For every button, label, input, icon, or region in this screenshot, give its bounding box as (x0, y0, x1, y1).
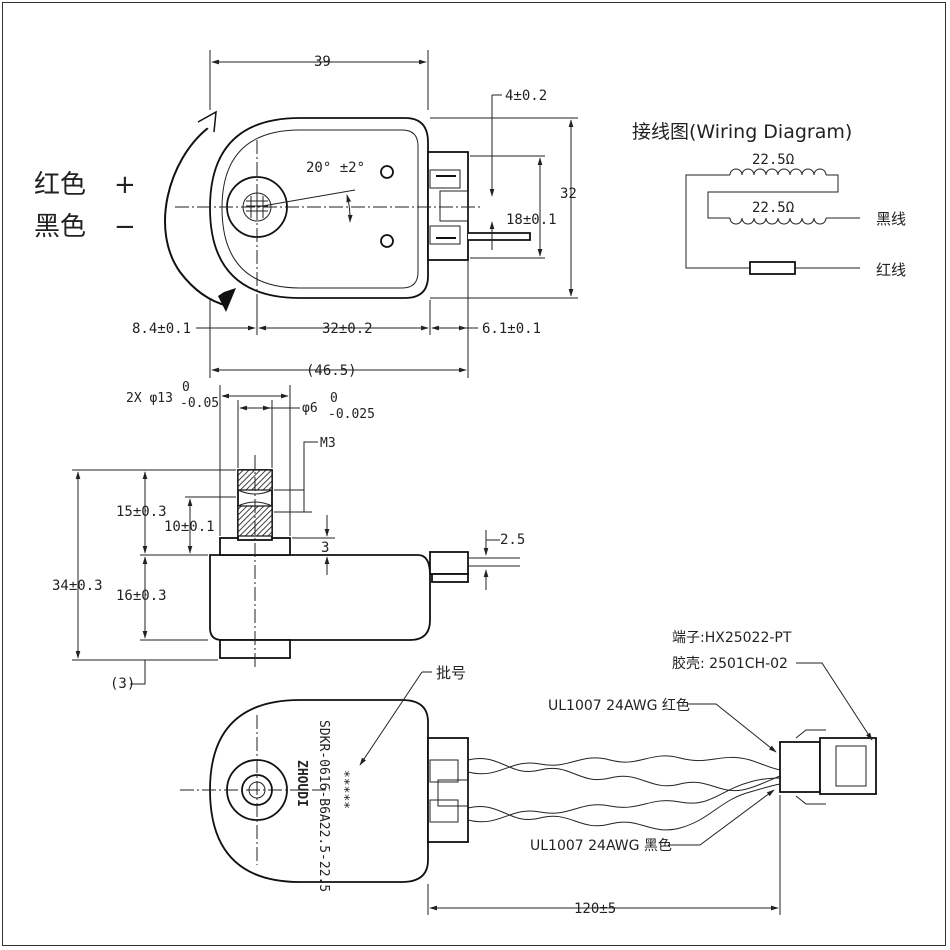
connector-latch (795, 729, 826, 805)
cable-wire-a (467, 758, 781, 792)
angle-arc (346, 194, 353, 223)
angle-line (256, 189, 356, 208)
shaft-height-label: 15±0.3 (116, 504, 167, 520)
coil2-winding (729, 217, 827, 225)
side-terminal (429, 551, 469, 575)
thermal-fuse (749, 261, 796, 275)
terminal-slot-lower (429, 225, 461, 245)
coil-link-wire (707, 174, 839, 219)
wiring-title: 接线图(Wiring Diagram) (632, 121, 852, 143)
thread-label: M3 (320, 436, 336, 451)
step-label: 3 (321, 540, 329, 556)
rotation-arrowhead-icon (218, 288, 236, 312)
coil2-resistance: 22.5Ω (752, 200, 794, 216)
rotation-arrow-icon (164, 127, 229, 307)
terminal-slot-upper (429, 169, 461, 189)
top-view: 20° ±2° 39 4±0.2 18±0.1 32 8.4±0.1 32±0.… (132, 50, 578, 379)
thread-leader (274, 441, 318, 491)
id-tol-lower: -0.025 (328, 407, 375, 422)
total-height-label: 34±0.3 (52, 578, 103, 594)
mount-hole-lower (380, 234, 394, 248)
connector-pin (468, 232, 531, 241)
bottom-slot-lower (429, 799, 459, 823)
rotation-arrow-tail-icon (197, 110, 217, 133)
bottom-view: ZHOUDI SDKR-0616-B6A22.5-22.5 ***** 批号 端… (180, 630, 877, 917)
terminal-label: 端子:HX25022-PT (672, 630, 792, 646)
shaft-segment-label: 10±0.1 (164, 519, 215, 535)
tab-length-label: 6.1±0.1 (482, 321, 541, 337)
overall-length-label: (46.5) (306, 363, 357, 379)
side-pin (468, 557, 520, 567)
width-dim-label: 39 (314, 54, 331, 70)
tab-thickness-label: 4±0.2 (505, 88, 547, 104)
pin-thickness-label: 2.5 (500, 532, 525, 548)
bottom-terminal-block (427, 737, 469, 843)
inner-diameter-label: φ6 (302, 401, 318, 416)
batch-label: 批号 (436, 664, 466, 682)
connector-housing (819, 737, 877, 795)
mount-hole-upper (380, 165, 394, 179)
cable-wire-d (467, 777, 781, 823)
red-wire-label: 红线 (876, 261, 906, 279)
batch-code: ***** (336, 770, 351, 809)
black-polarity-label: 黑色 (34, 212, 86, 242)
model-label: SDKR-0616-B6A22.5-22.5 (316, 720, 331, 892)
coil1-resistance: 22.5Ω (752, 152, 794, 168)
terminal-pin-window (439, 190, 469, 222)
top-body-inner-outline (221, 129, 419, 289)
housing-leader (796, 662, 873, 741)
housing-label: 胶壳: 2501CH-02 (672, 655, 788, 672)
wiring-diagram: 接线图(Wiring Diagram) 22.5Ω 22.5Ω 黑线 红线 (632, 121, 906, 279)
coil1-winding (729, 168, 827, 176)
left-offset-label: 8.4±0.1 (132, 321, 191, 337)
bottom-pin-window (437, 779, 469, 807)
connector-housing-body (779, 741, 821, 793)
body-height-label: 16±0.3 (116, 588, 167, 604)
cable-wire-c (467, 783, 781, 831)
terminal-foot (431, 573, 469, 583)
black-cable-leader (668, 789, 775, 846)
black-cable-label: UL1007 24AWG 黑色 (530, 837, 672, 854)
polarity-legend: 红色 + 黑色 − (34, 170, 136, 242)
tab-width-label: 18±0.1 (506, 212, 557, 228)
od-tol-lower: -0.05 (180, 396, 219, 411)
wiring-left-loop (685, 174, 750, 269)
side-body (209, 554, 431, 641)
batch-leader (359, 671, 423, 766)
boss-label: (3) (110, 676, 135, 692)
id-tol-upper: 0 (330, 391, 338, 406)
center-spacing-label: 32±0.2 (322, 321, 373, 337)
plus-sign: + (114, 170, 136, 200)
bottom-slot-upper (429, 759, 459, 783)
cable-length-label: 120±5 (574, 901, 616, 917)
brand-label: ZHOUDI (294, 760, 309, 807)
connector-cavity (835, 745, 867, 787)
top-body-outline (209, 117, 429, 299)
outer-diameter-label: 2X φ13 (126, 391, 173, 406)
red-polarity-label: 红色 (34, 170, 86, 200)
boss-leader (130, 660, 146, 685)
angle-label: 20° ±2° (306, 160, 365, 176)
od-tol-upper: 0 (182, 380, 190, 395)
red-cable-leader (688, 703, 777, 753)
cable-wire-b (467, 755, 781, 775)
side-view: 2X φ13 0 -0.05 φ6 0 -0.025 M3 34±0.3 15±… (52, 380, 525, 692)
black-wire-label: 黑线 (876, 210, 906, 228)
red-cable-label: UL1007 24AWG 红色 (548, 697, 690, 714)
minus-sign: − (114, 212, 136, 242)
height-dim-label: 32 (560, 186, 577, 202)
